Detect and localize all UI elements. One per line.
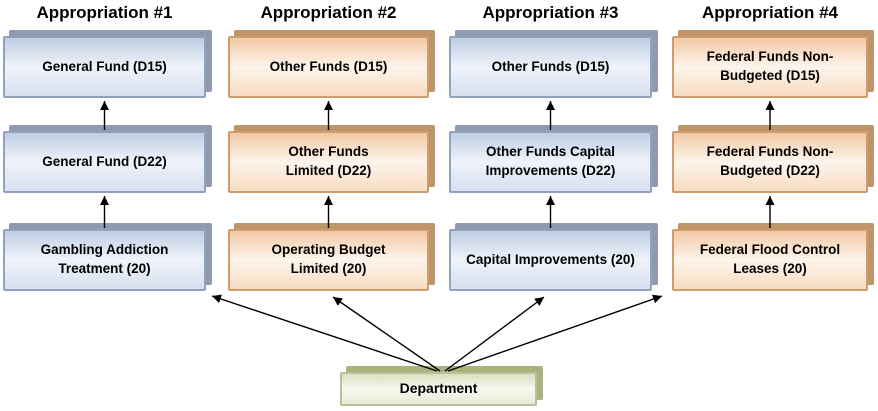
appropriation-3-box-20: Capital Improvements (20) [449, 229, 652, 291]
appropriation-1-box-d15: General Fund (D15) [3, 36, 206, 98]
appropriation-2-box-20: Operating Budget Limited (20) [228, 229, 429, 291]
appropriation-4-box-20: Federal Flood Control Leases (20) [672, 229, 868, 291]
arrow-dept-to-c2 [332, 296, 441, 372]
appropriation-4-box-d15: Federal Funds Non- Budgeted (D15) [672, 36, 868, 98]
appropriation-1-header: Appropriation #1 [36, 3, 173, 22]
arrow-dept-to-c4 [447, 294, 663, 372]
appropriation-1-box-20: Gambling Addiction Treatment (20) [3, 229, 206, 291]
appropriation-3-box-d15: Other Funds (D15) [449, 36, 652, 98]
appropriation-3-header: Appropriation #3 [482, 3, 619, 22]
arrow-dept-to-c3 [444, 296, 545, 372]
appropriation-2-box-d22: Other Funds Limited (D22) [228, 131, 429, 193]
appropriation-2-box-d15: Other Funds (D15) [228, 36, 429, 98]
appropriation-1-box-d22: General Fund (D22) [3, 131, 206, 193]
department-box: Department [340, 372, 537, 406]
arrow-dept-to-c1 [211, 294, 438, 372]
appropriation-4-box-d22: Federal Funds Non- Budgeted (D22) [672, 131, 868, 193]
appropriation-2-header: Appropriation #2 [260, 3, 397, 22]
appropriation-4-header: Appropriation #4 [701, 3, 838, 22]
appropriation-3-box-d22: Other Funds Capital Improvements (D22) [449, 131, 652, 193]
